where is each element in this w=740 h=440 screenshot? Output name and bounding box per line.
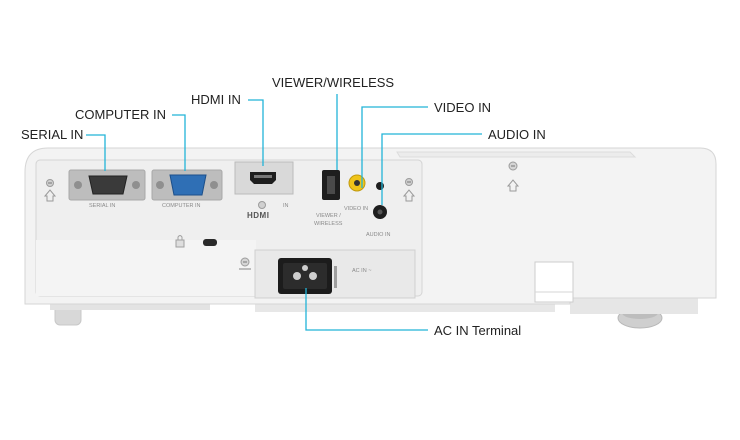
callout-computer-in: COMPUTER IN — [75, 107, 166, 122]
screw-icon — [258, 201, 266, 209]
callout-hdmi-in: HDMI IN — [191, 92, 241, 107]
vent-slot — [534, 261, 574, 303]
home-icon — [506, 179, 520, 192]
screw-icon — [508, 161, 518, 171]
callout-video-in: VIDEO IN — [434, 100, 492, 115]
panel-label-audio-in: AUDIO IN — [366, 232, 391, 238]
panel-label-ac-in: AC IN ~ — [352, 268, 372, 274]
callout-viewer-wireless: VIEWER/WIRELESS — [272, 75, 395, 90]
screw-icon — [46, 179, 54, 187]
panel-label-computer-in: COMPUTER IN — [162, 203, 201, 209]
video-rca-jack[interactable] — [348, 174, 366, 192]
panel-label-viewer-line2: WIRELESS — [314, 221, 343, 227]
home-icon — [43, 189, 57, 202]
home-icon — [402, 189, 416, 202]
callout-audio-in: AUDIO IN — [488, 127, 546, 142]
screw-icon — [405, 178, 413, 186]
panel-label-video-in: VIDEO IN — [344, 206, 369, 212]
lock-icon — [175, 235, 185, 248]
callout-leader-lines — [86, 94, 482, 331]
panel-label-hdmi-in: IN — [283, 203, 289, 209]
ac-in-inlet[interactable] — [278, 258, 332, 294]
kensington-slot-icon — [203, 239, 217, 246]
audio-in-jack[interactable] — [373, 205, 387, 219]
panel-label-serial-in: SERIAL IN — [89, 203, 116, 209]
callout-ac-in-terminal: AC IN Terminal — [434, 323, 522, 338]
panel-label-hdmi-logo: HDMI — [247, 211, 270, 220]
screw-icon — [240, 257, 250, 267]
panel-label-viewer-line1: VIEWER / — [316, 213, 341, 219]
callout-serial-in: SERIAL IN — [21, 127, 84, 142]
